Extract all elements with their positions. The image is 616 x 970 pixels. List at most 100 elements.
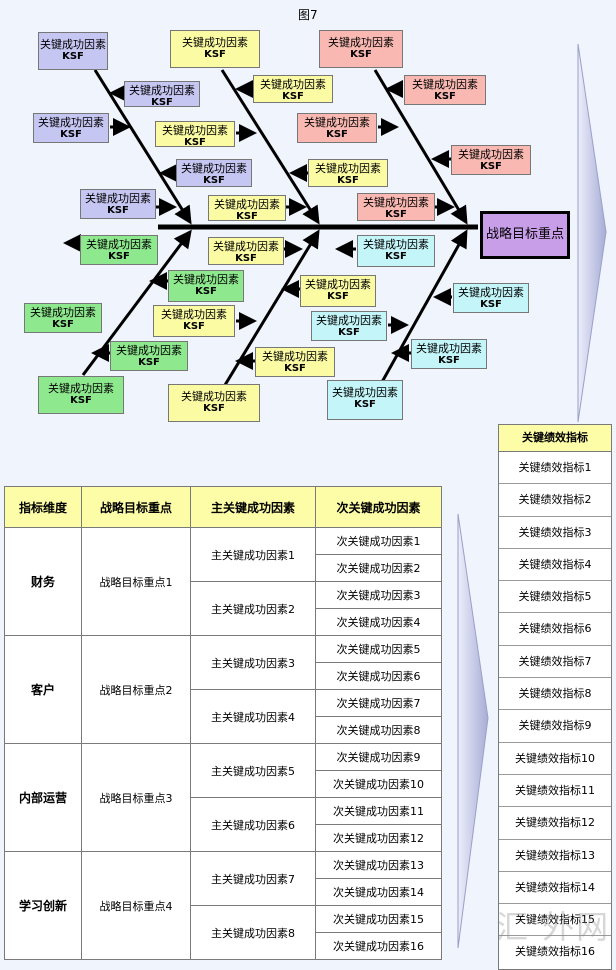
- ksf-sub: KSF: [52, 319, 74, 330]
- kpi-header: 关键绩效指标: [499, 425, 611, 452]
- ksf-sub: KSF: [434, 91, 456, 102]
- ksf-sub: KSF: [204, 49, 226, 60]
- kpi-item: 关键绩效指标8: [499, 678, 611, 711]
- table-row: 次关键成功因素14: [5, 878, 442, 906]
- secondary-ksf-cell: 次关键成功因素12: [315, 824, 442, 852]
- strategic-goal-box: 战略目标重点: [480, 211, 570, 259]
- ksf-title: 关键成功因素: [412, 78, 478, 91]
- kpi-item: 关键绩效指标6: [499, 613, 611, 646]
- ksf-title: 关键成功因素: [48, 382, 114, 395]
- ksf-sub: KSF: [284, 363, 306, 374]
- header-secondary: 次关键成功因素: [315, 486, 442, 528]
- secondary-ksf-cell: 次关键成功因素13: [315, 851, 442, 879]
- ksf-title: 关键成功因素: [458, 148, 524, 161]
- dimension-cell: 学习创新: [4, 851, 82, 960]
- ksf-sub: KSF: [107, 205, 129, 216]
- ksf-sub: KSF: [184, 137, 206, 148]
- primary-ksf-cell: 主关键成功因素8: [190, 905, 316, 960]
- secondary-ksf-cell: 次关键成功因素9: [315, 743, 442, 771]
- watermark: 汇 外网: [496, 908, 611, 946]
- goal-cell: 战略目标重点1: [81, 527, 191, 636]
- ksf-title: 关键成功因素: [416, 342, 482, 355]
- ksf-sub: KSF: [203, 403, 225, 414]
- ksf-sub: KSF: [326, 129, 348, 140]
- ksf-title: 关键成功因素: [458, 286, 524, 299]
- ksf-title: 关键成功因素: [260, 78, 326, 91]
- kpi-item: 关键绩效指标1: [499, 452, 611, 485]
- secondary-ksf-cell: 次关键成功因素8: [315, 716, 442, 744]
- ksf-sub: KSF: [385, 251, 407, 262]
- kpi-item: 关键绩效指标14: [499, 872, 611, 905]
- ksf-title: 关键成功因素: [305, 278, 371, 291]
- kpi-item: 关键绩效指标13: [499, 840, 611, 872]
- ksf-sub: KSF: [203, 175, 225, 186]
- secondary-ksf-cell: 次关键成功因素1: [315, 527, 442, 555]
- kpi-item: 关键绩效指标5: [499, 581, 611, 614]
- ksf-title: 关键成功因素: [162, 124, 228, 137]
- kpi-item: 关键绩效指标3: [499, 517, 611, 549]
- ksf-sub: KSF: [354, 399, 376, 410]
- primary-ksf-cell: 主关键成功因素1: [190, 527, 316, 582]
- ksf-title: 关键成功因素: [315, 162, 381, 175]
- table-row: 次关键成功因素8: [5, 716, 442, 744]
- table-row: 次关键成功因素12: [5, 824, 442, 852]
- secondary-ksf-cell: 次关键成功因素14: [315, 878, 442, 906]
- table-row: 次关键成功因素2: [5, 554, 442, 582]
- kpi-item: 关键绩效指标10: [499, 743, 611, 775]
- header-goal: 战略目标重点: [81, 486, 191, 528]
- primary-ksf-cell: 主关键成功因素7: [190, 851, 316, 906]
- secondary-ksf-cell: 次关键成功因素6: [315, 662, 442, 690]
- header-dimension: 指标维度: [4, 486, 82, 528]
- kpi-item: 关键绩效指标15: [499, 904, 611, 937]
- ksf-sub: KSF: [480, 299, 502, 310]
- ksf-title: 关键成功因素: [38, 116, 104, 129]
- kpi-item: 关键绩效指标12: [499, 807, 611, 840]
- ksf-sub: KSF: [138, 357, 160, 368]
- ksf-sub: KSF: [70, 395, 92, 406]
- ksf-title: 关键成功因素: [363, 196, 429, 209]
- ksf-title: 关键成功因素: [316, 314, 382, 327]
- secondary-ksf-cell: 次关键成功因素3: [315, 581, 442, 609]
- ksf-sub: KSF: [438, 355, 460, 366]
- ksf-title: 关键成功因素: [40, 38, 106, 51]
- ksf-title: 关键成功因素: [116, 344, 182, 357]
- ksf-title: 关键成功因素: [182, 36, 248, 49]
- ksf-sub: KSF: [385, 209, 407, 220]
- ksf-title: 关键成功因素: [214, 198, 280, 211]
- goal-cell: 战略目标重点4: [81, 851, 191, 960]
- kpi-item: 关键绩效指标2: [499, 484, 611, 517]
- ksf-title: 关键成功因素: [262, 350, 328, 363]
- secondary-ksf-cell: 次关键成功因素15: [315, 905, 442, 933]
- ksf-sub: KSF: [235, 253, 257, 264]
- primary-ksf-cell: 主关键成功因素4: [190, 689, 316, 744]
- fishbone-diagram: [60, 69, 478, 386]
- goal-cell: 战略目标重点3: [81, 743, 191, 852]
- secondary-ksf-cell: 次关键成功因素16: [315, 932, 442, 960]
- dimension-cell: 客户: [4, 635, 82, 744]
